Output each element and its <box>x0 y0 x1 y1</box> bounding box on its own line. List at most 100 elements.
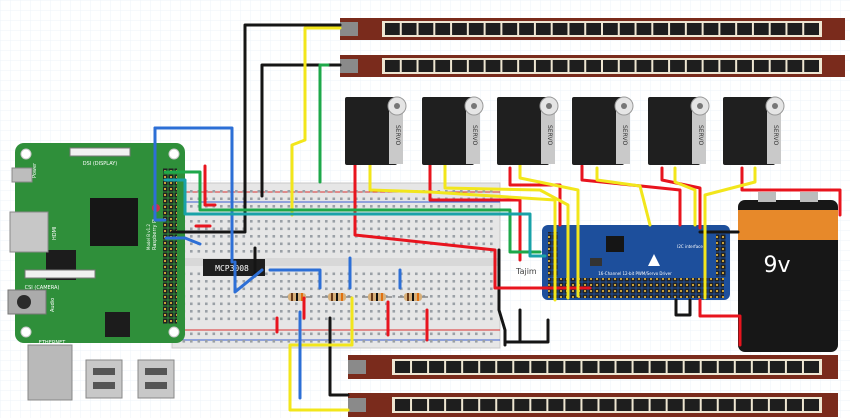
pwm-driver-label: 16-Channel 12-bit PWM/Servo Driver <box>598 271 672 276</box>
flex-segment <box>752 361 768 373</box>
flex-segment <box>586 23 601 35</box>
usb-port-1 <box>85 359 123 399</box>
flex-sensor-bottom-1 <box>348 355 838 379</box>
flex-segment <box>485 23 501 35</box>
servo-motor: SERVO <box>648 96 710 165</box>
flex-segment <box>636 60 652 72</box>
flex-segment <box>582 399 598 411</box>
raspberry-pi: DSI (DISPLAY) CSI (CAMERA) Power HDMI Au… <box>7 143 185 401</box>
flex-segment <box>769 361 785 373</box>
dsi-connector <box>69 147 131 157</box>
flex-segment <box>535 60 551 72</box>
flex-segment <box>787 60 803 72</box>
servo-label: SERVO <box>546 125 553 145</box>
flex-segment <box>619 23 635 35</box>
flex-segment <box>418 60 434 72</box>
flex-segment <box>633 361 649 373</box>
flex-segment <box>565 361 581 373</box>
flex-segment <box>667 361 683 373</box>
pi-brand-label: Raspberry Pi <box>152 219 158 250</box>
adafruit-logo-icon <box>648 254 660 266</box>
power-label: Power <box>32 162 38 178</box>
servo-label: SERVO <box>772 125 779 145</box>
servo-motor: SERVO <box>572 96 634 165</box>
flex-segment <box>480 361 496 373</box>
usb-port-2 <box>137 359 175 399</box>
flex-segment <box>684 399 700 411</box>
resistor-3 <box>362 293 392 301</box>
flex-segment <box>786 399 802 411</box>
flex-segment <box>718 361 734 373</box>
resistor-4 <box>398 293 428 301</box>
flex-segment <box>616 361 632 373</box>
flex-segment <box>480 399 496 411</box>
battery-9v: 9v <box>738 192 838 352</box>
dsi-label: DSI (DISPLAY) <box>83 161 118 167</box>
flex-segment <box>616 399 632 411</box>
flex-segment <box>463 361 479 373</box>
flex-segment <box>468 60 484 72</box>
audio-label: Audio <box>50 298 56 312</box>
usb-label-2: USB 2x <box>147 353 165 359</box>
flex-segment <box>485 60 501 72</box>
ethernet-port <box>27 344 73 401</box>
wires <box>153 23 842 412</box>
flex-segment <box>753 60 769 72</box>
flex-segment <box>703 60 719 72</box>
servo-motor: SERVO <box>723 96 785 165</box>
soc-chip <box>90 198 138 246</box>
flex-segment <box>718 399 734 411</box>
pwm-servo-driver: 16-Channel 12-bit PWM/Servo Driver I2C i… <box>542 225 730 300</box>
flex-segment <box>502 23 518 35</box>
flex-segment <box>701 399 717 411</box>
flex-segment <box>701 361 717 373</box>
flex-segment <box>446 399 462 411</box>
flex-segment <box>770 23 786 35</box>
flex-segment <box>650 361 666 373</box>
ethernet-label: ETHERNET <box>39 340 67 346</box>
flex-segment <box>552 23 568 35</box>
flex-segment <box>686 23 702 35</box>
flex-segment <box>452 60 467 72</box>
flex-segment <box>653 23 669 35</box>
flex-segment <box>803 361 819 373</box>
flex-segment <box>684 361 700 373</box>
flex-segment <box>599 361 615 373</box>
flex-segment <box>735 399 751 411</box>
resistor-2 <box>322 293 352 301</box>
flex-sensor-top-1 <box>340 18 845 40</box>
flex-segment <box>468 23 484 35</box>
flex-segment <box>804 60 819 72</box>
flex-segment <box>650 399 666 411</box>
flex-segment <box>514 361 530 373</box>
flex-segment <box>737 60 752 72</box>
flex-segment <box>599 399 615 411</box>
flex-segment <box>737 23 752 35</box>
flex-segment <box>548 399 564 411</box>
resistor-1 <box>282 293 312 301</box>
flex-segment <box>786 361 802 373</box>
flex-segment <box>720 23 736 35</box>
flex-segment <box>804 23 819 35</box>
flex-segment <box>720 60 736 72</box>
flex-segment <box>569 60 585 72</box>
flex-segment <box>502 60 518 72</box>
flex-segment <box>703 23 719 35</box>
flex-segment <box>753 23 769 35</box>
flex-segment <box>412 399 428 411</box>
flex-segment <box>582 361 598 373</box>
flex-segment <box>463 399 479 411</box>
flex-segment <box>670 23 685 35</box>
flex-segment <box>452 23 467 35</box>
servo-label: SERVO <box>471 125 478 145</box>
flex-segment <box>603 23 618 35</box>
flex-segment <box>803 399 819 411</box>
flex-segment <box>653 60 669 72</box>
servo-label: SERVO <box>394 125 401 145</box>
flex-segment <box>435 60 451 72</box>
hdmi-port <box>9 211 49 253</box>
flex-segment <box>787 23 803 35</box>
flex-segment <box>548 361 564 373</box>
